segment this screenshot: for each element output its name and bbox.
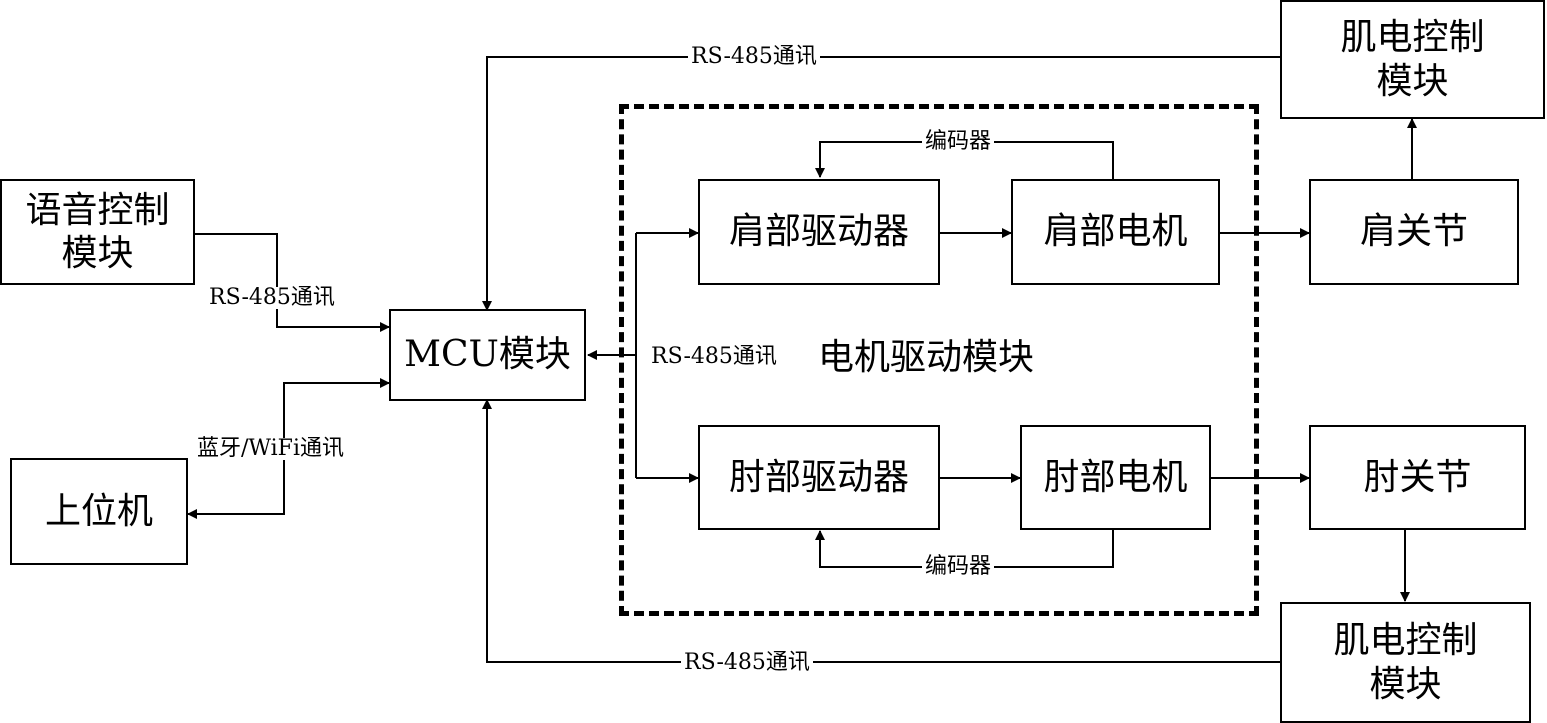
emg-control-module-top: 肌电控制 模块 — [1280, 0, 1545, 119]
elbow-motor: 肘部电机 — [1020, 425, 1211, 530]
mcu-to-host-line — [187, 450, 285, 519]
elbow-joint: 肘关节 — [1309, 425, 1526, 530]
voice-to-mcu-line — [195, 233, 390, 332]
voice-control-module: 语音控制 模块 — [0, 179, 195, 285]
shoulder-driver: 肩部驱动器 — [698, 179, 940, 285]
emg-control-module-bottom: 肌电控制 模块 — [1280, 602, 1531, 723]
shoulder-joint: 肩关节 — [1309, 179, 1519, 285]
rs485-voice-label: RS-485通讯 — [206, 287, 338, 309]
mcu-module: MCU模块 — [389, 309, 586, 401]
shoulder-motor: 肩部电机 — [1011, 179, 1220, 285]
rs485-bottom-line — [482, 399, 1280, 663]
motor-drive-module-group — [619, 104, 1259, 616]
host-to-mcu-line — [283, 378, 390, 450]
encoder-bottom-label: 编码器 — [922, 556, 995, 578]
rs485-top-label: RS-485通讯 — [688, 46, 820, 68]
encoder-top-label: 编码器 — [922, 131, 995, 153]
rs485-bottom-label: RS-485通讯 — [681, 652, 813, 674]
wireless-label: 蓝牙/WiFi通讯 — [194, 438, 347, 460]
host-pc: 上位机 — [10, 458, 188, 565]
rs485-drive-label: RS-485通讯 — [648, 346, 780, 368]
rs485-top-line — [482, 56, 1280, 311]
motor-drive-module-title: 电机驱动模块 — [818, 337, 1035, 378]
elbow-driver: 肘部驱动器 — [698, 425, 940, 530]
